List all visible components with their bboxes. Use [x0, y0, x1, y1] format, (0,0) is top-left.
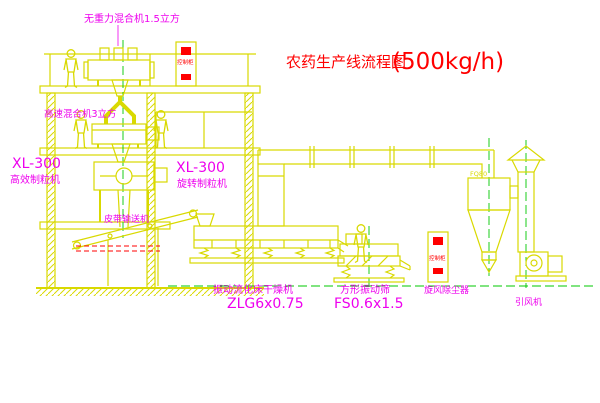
building-structure — [36, 53, 264, 296]
label-belt-conveyor: 皮带输送机 — [104, 213, 149, 225]
label-high-speed-mixer: 高速混合机3立方 — [44, 108, 117, 120]
exhaust-pipe — [257, 146, 495, 178]
label-granulator-mid-model: XL-300 — [176, 160, 225, 176]
label-cyclone: 旋风除尘器 — [424, 284, 469, 296]
cyclone-tag: FQ80 — [470, 170, 487, 178]
vibrating-screen — [333, 233, 411, 283]
title-text: 农药生产线流程图 — [286, 53, 406, 71]
label-fan: 引风机 — [515, 296, 542, 308]
label-granulator-left-name: 高效制粒机 — [10, 173, 60, 186]
y-feed-duct — [104, 96, 136, 124]
fluid-bed-dryer — [189, 163, 349, 264]
label-gravity-mixer: 无重力混合机1.5立方 — [84, 12, 180, 25]
label-dryer-name: 振动流化床干燥机 — [213, 283, 293, 296]
equipment-labels: 无重力混合机1.5立方 高速混合机3立方 XL-300 高效制粒机 XL-300… — [10, 12, 542, 312]
induced-draft-fan — [515, 251, 567, 282]
drawing-title: 农药生产线流程图 (500kg/h) — [286, 49, 504, 75]
high-speed-mixer — [91, 123, 160, 163]
control-cabinet-right-label: 控制柜 — [429, 254, 446, 262]
operator-figures — [63, 49, 369, 264]
label-screen-model: FS0.6x1.5 — [334, 296, 404, 312]
control-cabinet-right: 控制柜 — [427, 231, 449, 283]
zero-gravity-mixer — [83, 47, 155, 97]
rotary-granulator — [93, 161, 168, 228]
label-dryer-model: ZLG6x0.75 — [227, 296, 304, 312]
operator-top-floor — [63, 49, 79, 89]
title-capacity: (500kg/h) — [392, 49, 504, 75]
label-granulator-mid-name: 旋转制粒机 — [177, 177, 227, 190]
label-granulator-left-model: XL-300 — [12, 156, 61, 172]
cyclone-separator: FQ80 — [467, 170, 519, 274]
control-cabinet-top: 控制柜 — [175, 41, 197, 87]
label-screen-name: 方形振动筛 — [340, 283, 390, 296]
control-cabinet-top-label: 控制柜 — [177, 58, 194, 66]
